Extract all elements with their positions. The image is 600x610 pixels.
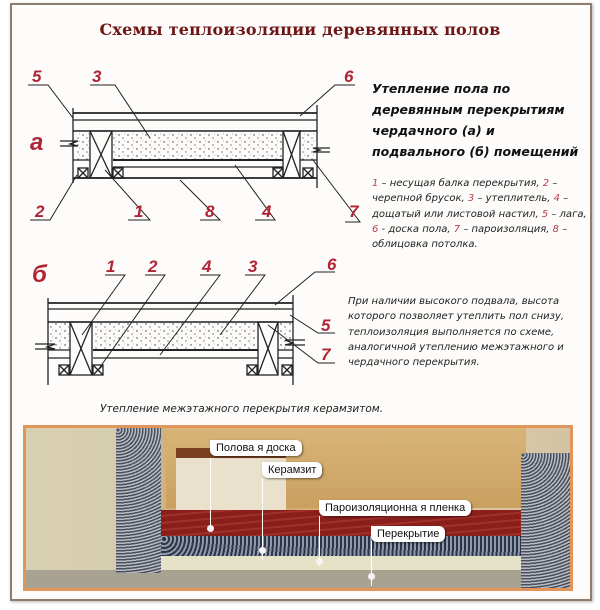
legend-number: 6 — [372, 223, 379, 235]
diagram-a-label-7: 7 — [349, 202, 360, 221]
diagram-a-label-2: 2 — [34, 202, 45, 221]
diagram-b — [35, 271, 335, 385]
section-heading: Утепление пола по деревянным перекрытиям… — [372, 81, 579, 159]
page-title: Схемы теплоизоляции деревянных полов — [99, 20, 501, 39]
legend-number: 3 — [467, 193, 475, 205]
diagram-a-label-8: 8 — [205, 202, 215, 221]
basement-paragraph: При наличии высокого подвала, высота кот… — [348, 296, 565, 369]
diagram-b-letter: б — [32, 261, 48, 288]
callout-slab: Перекрытие — [371, 526, 446, 542]
legend-text: – черепной брусок, — [372, 178, 558, 205]
legend-number: 4 — [553, 193, 560, 205]
diagram-a-label-6: 6 — [344, 67, 354, 86]
lower-area — [26, 570, 570, 588]
diagram-b-label-4: 4 — [201, 257, 212, 276]
legend-text: – утеплитель, — [474, 193, 554, 205]
legend-text: – дощатый или листовой настил, — [372, 193, 569, 220]
diagram-b-label-7: 7 — [321, 345, 332, 364]
diagram-a-label-3: 3 — [92, 67, 102, 86]
legend-text: – лага, — [548, 208, 587, 220]
callout-floor-board: Полова я доска — [210, 440, 302, 456]
diagram-b-label-1: 1 — [106, 257, 115, 276]
diagram-b-label-6: 6 — [327, 255, 337, 274]
legend-number: 8 — [552, 223, 560, 235]
slab — [161, 556, 531, 570]
legend-number: 7 — [453, 223, 461, 235]
diagram-b-label-3: 3 — [248, 257, 258, 276]
legend-number: 1 — [372, 178, 379, 189]
diagram-a-label-1: 1 — [134, 202, 143, 221]
legend-text: – пароизоляция, — [460, 223, 553, 235]
diagram-a-letter: а — [30, 129, 43, 156]
legend-text: - доска пола, — [378, 223, 454, 235]
left-brick-wall — [116, 428, 161, 573]
photo-caption: Утепление межэтажного перекрытия керамзи… — [100, 403, 384, 415]
right-brick-wall — [521, 453, 570, 588]
diagram-b-label-2: 2 — [147, 257, 158, 276]
callout-expanded-clay: Керамзит — [262, 462, 323, 478]
legend-number: 2 — [542, 178, 550, 189]
diagram-a-label-5: 5 — [32, 67, 42, 86]
diagram-b-label-5: 5 — [321, 316, 331, 335]
expanded-clay-floor-photo: Полова я доска Керамзит Пароизоляционна … — [23, 425, 573, 591]
legend: 1 – несущая балка перекрытия, 2 – черепн… — [372, 176, 587, 252]
diagram-a-label-4: 4 — [261, 202, 272, 221]
callout-vapor-barrier: Пароизоляционна я пленка — [319, 500, 472, 516]
legend-number: 5 — [541, 208, 549, 220]
diagram-a — [28, 84, 362, 223]
legend-text: – облицовка потолка. — [372, 223, 568, 251]
expanded-clay-layer — [161, 536, 531, 556]
legend-text: – несущая балка перекрытия, — [378, 178, 543, 189]
